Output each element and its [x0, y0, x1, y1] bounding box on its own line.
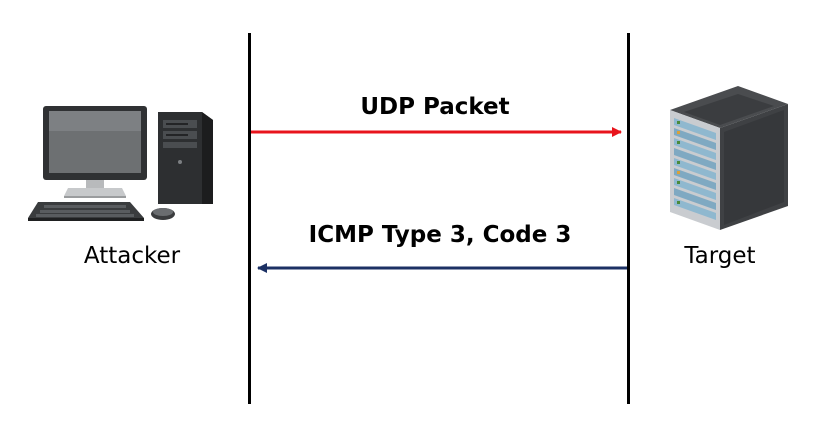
desktop-computer-icon [24, 100, 219, 230]
attacker-lifeline [248, 33, 251, 404]
udp-packet-label: UDP Packet [360, 94, 510, 120]
icmp-reply-label: ICMP Type 3, Code 3 [308, 222, 572, 248]
target-lifeline [627, 33, 630, 404]
server-rack-icon [660, 82, 796, 234]
target-label: Target [684, 243, 756, 269]
attacker-label: Attacker [83, 243, 181, 269]
